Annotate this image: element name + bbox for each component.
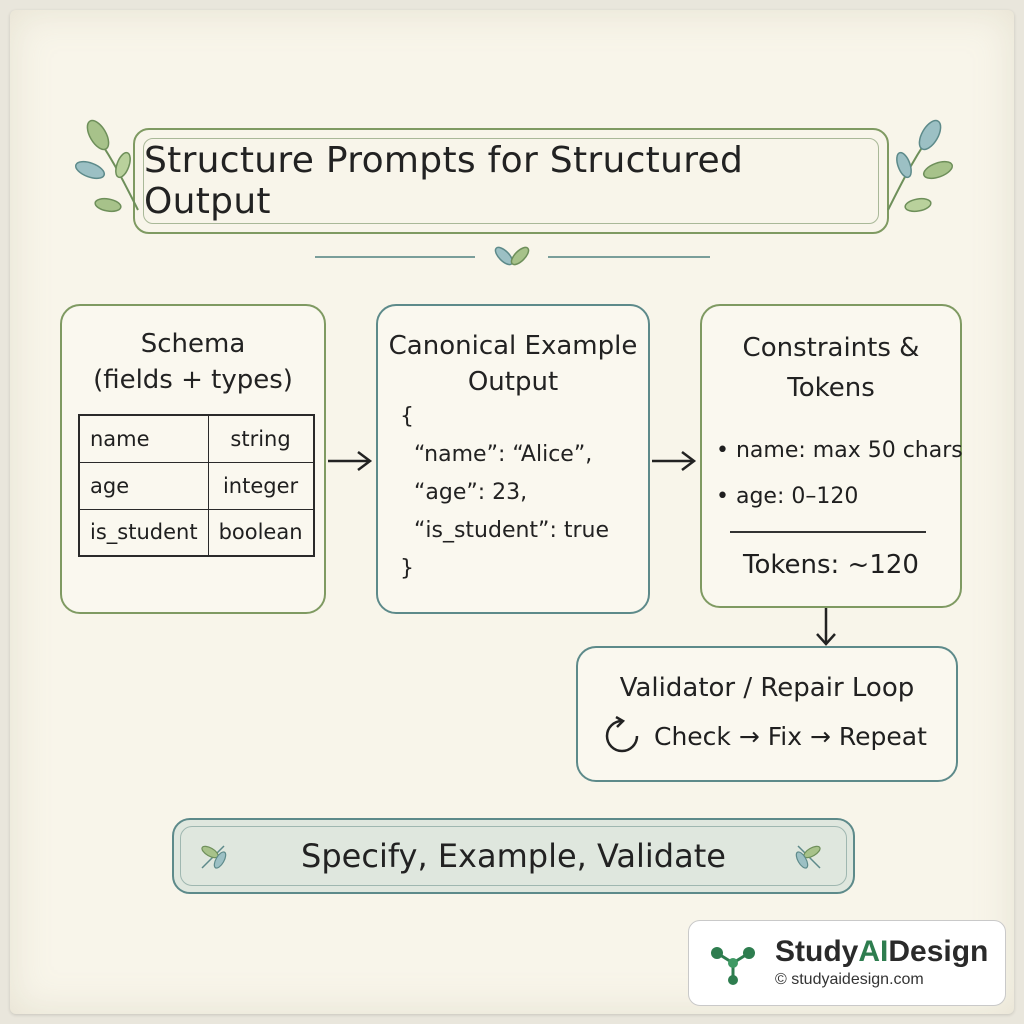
arrow-down-icon [816,608,836,646]
field-type: boolean [207,508,315,557]
validator-title: Validator / Repair Loop [619,673,915,703]
example-title: Canonical Example [388,331,638,361]
example-json-code: { “name”: “Alice”, “age”: 23, “is_studen… [400,404,610,581]
schema-subtitle: (fields + types) [93,365,293,395]
divider-right [548,256,710,258]
page-title: Structure Prompts for Structured Output [143,138,879,224]
arrow-right-icon [652,451,697,471]
divider-left [315,256,475,258]
field-name: name [78,414,209,463]
field-name: age [78,461,209,510]
brand-badge: StudyAIDesign © studyaidesign.com [688,920,1006,1006]
example-box: Canonical Example Output [376,304,650,614]
list-item: age: 0–120 [716,474,963,520]
table-row: name string [78,414,315,463]
field-name: is_student [78,508,209,557]
tokens-count: Tokens: ~120 [743,550,919,580]
constraints-divider [730,531,926,533]
title-frame: Structure Prompts for Structured Output [133,128,889,234]
example-subtitle: Output [467,367,559,397]
schema-table: name string age integer is_student boole… [78,414,315,557]
constraints-subtitle: Tokens [787,373,875,403]
summary-banner: Specify, Example, Validate [172,818,855,894]
refresh-loop-icon [605,716,639,753]
validator-loop: Check → Fix → Repeat [602,716,927,756]
leaf-small-right-icon [795,845,821,869]
constraints-title: Constraints & [742,333,920,363]
leaf-sprig-left-icon [74,119,139,213]
list-item: name: max 50 chars [716,428,963,474]
brand-name: StudyAIDesign [775,935,989,968]
summary-text: Specify, Example, Validate [180,826,847,886]
brand-logo-icon [711,947,755,985]
table-row: is_student boolean [78,508,315,557]
loop-steps: Check → Fix → Repeat [654,721,927,751]
validator-box: Validator / Repair Loop [576,646,958,782]
field-type: string [207,414,315,463]
table-row: age integer [78,461,315,510]
leaf-small-left-icon [201,845,227,869]
brand-url: © studyaidesign.com [775,971,924,988]
schema-title: Schema [140,329,246,359]
constraints-list: name: max 50 chars age: 0–120 [716,428,963,520]
leaf-sprig-right-icon [887,119,954,213]
arrow-right-icon [328,451,373,471]
field-type: integer [207,461,315,510]
leaf-divider-icon [494,246,530,266]
